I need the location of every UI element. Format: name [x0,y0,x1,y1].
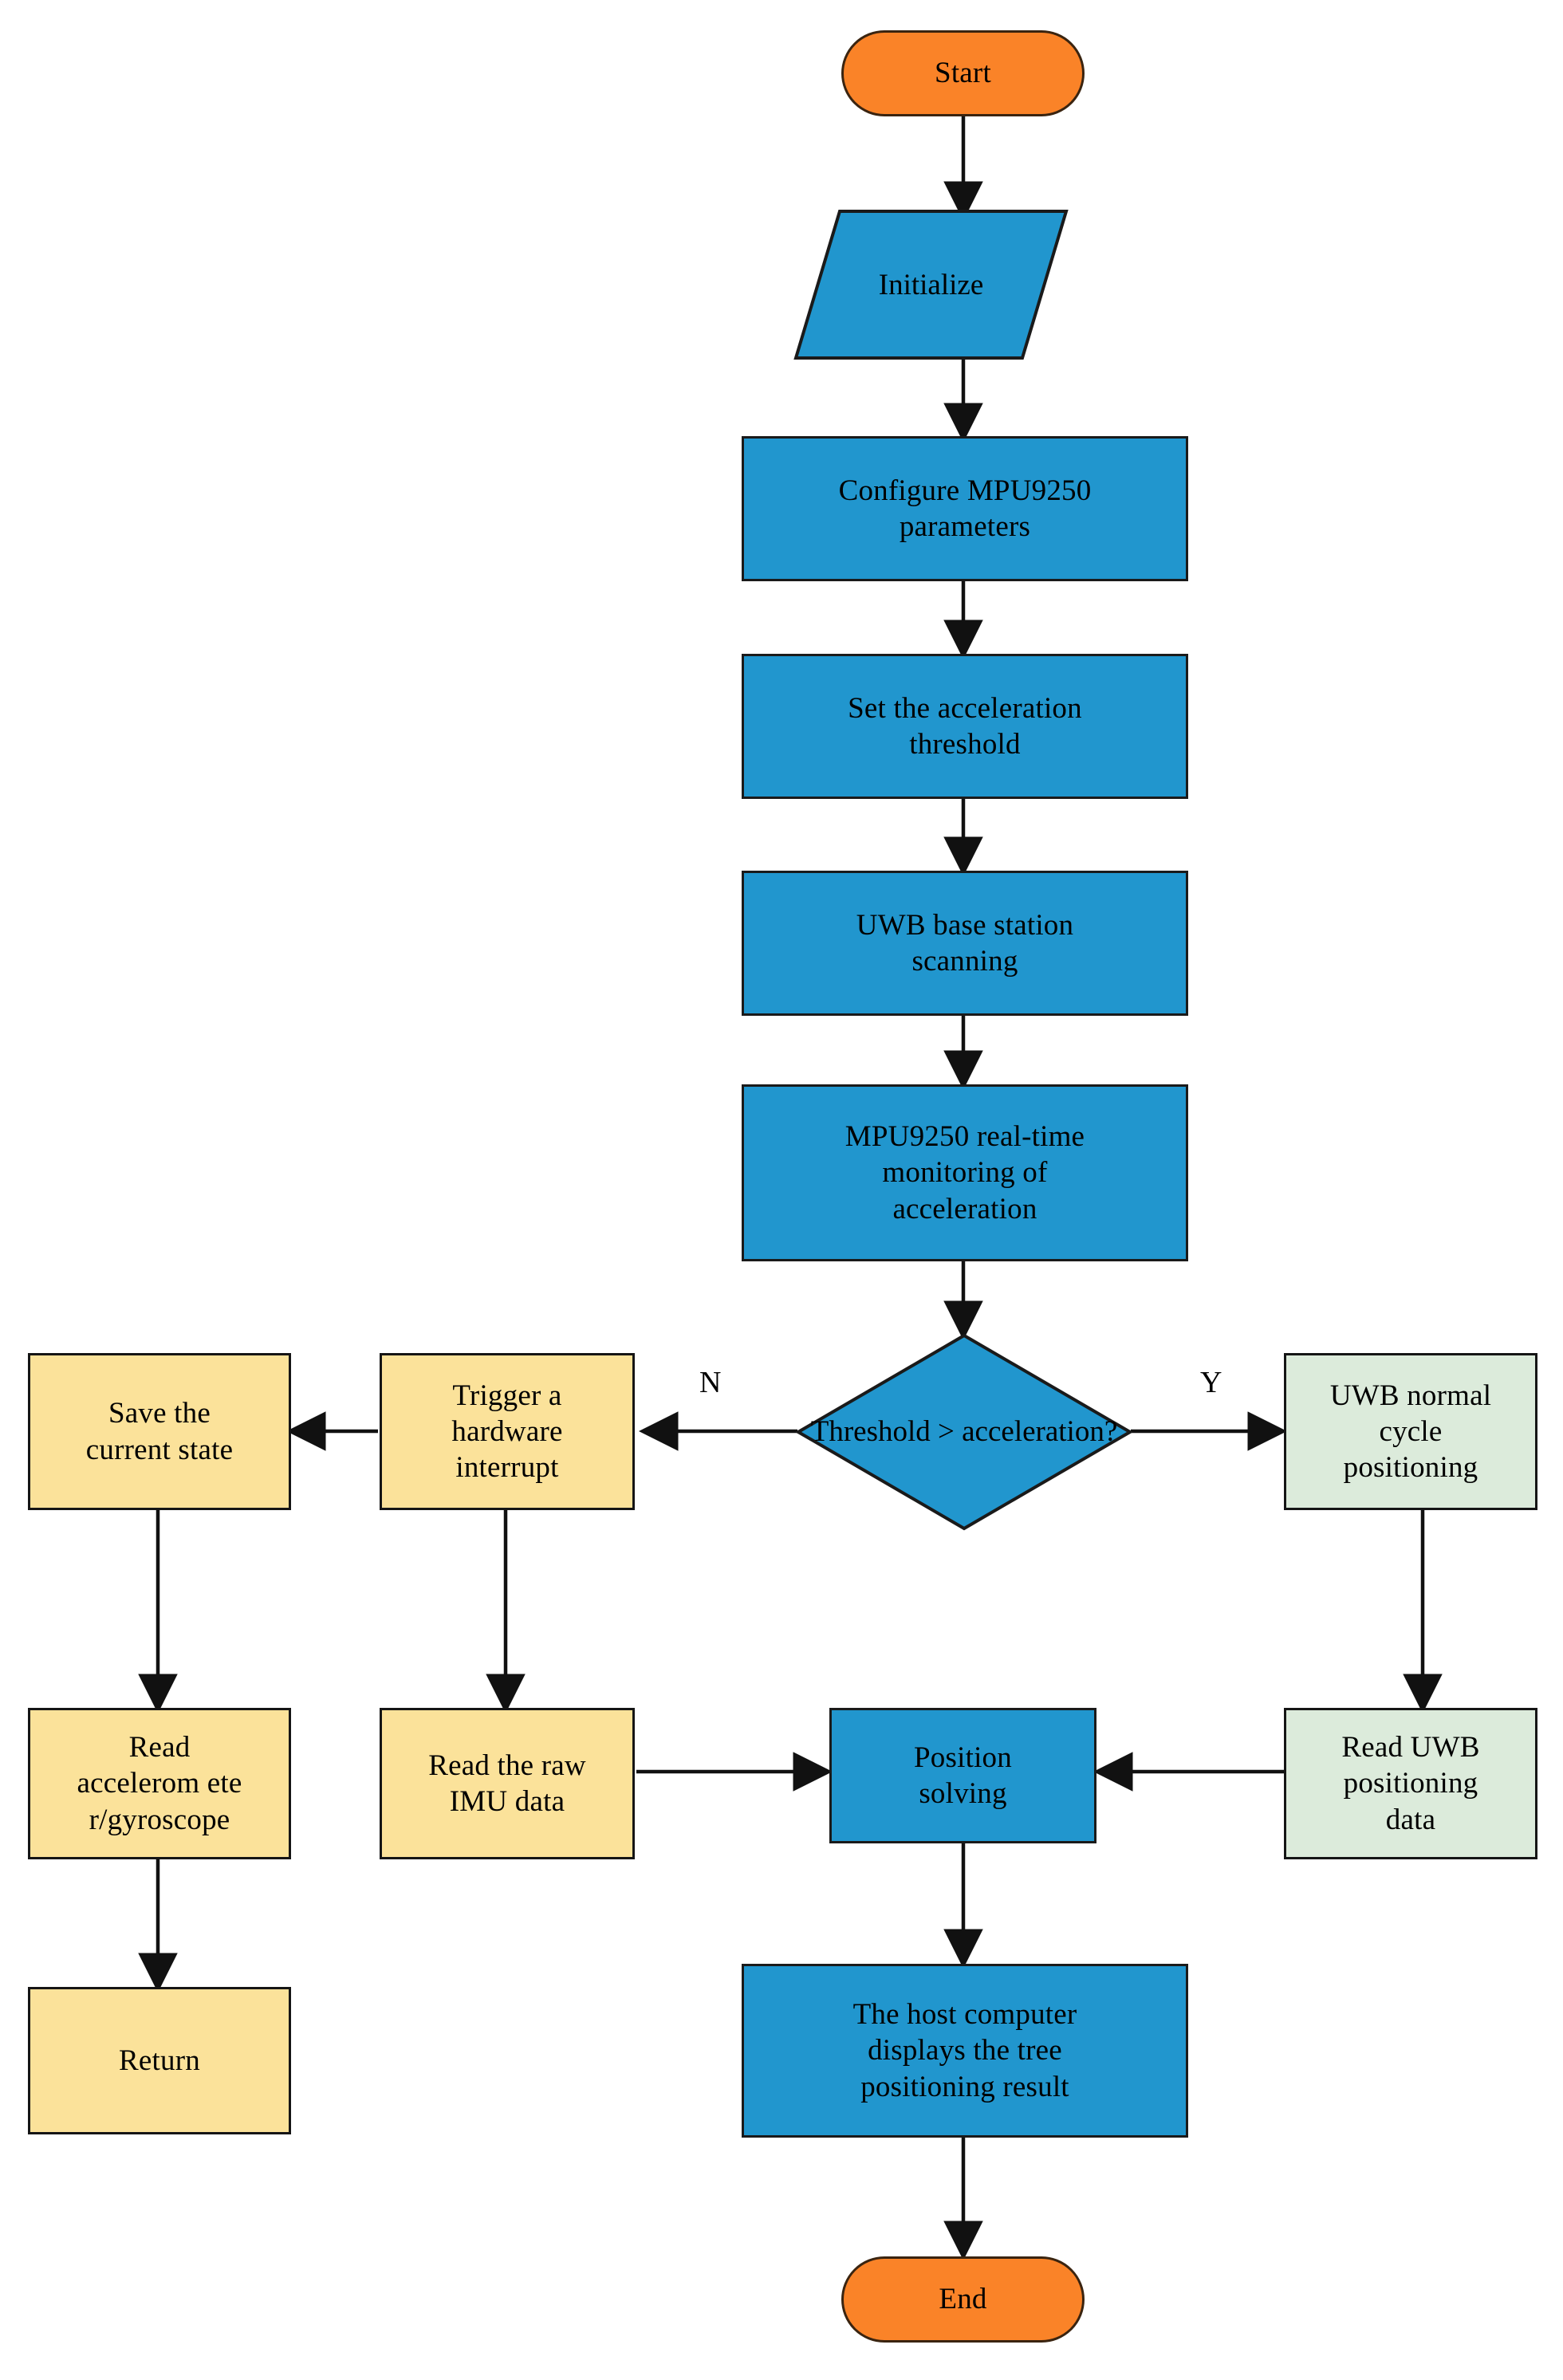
node-read-imu[interactable]: Read the raw IMU data [380,1708,635,1859]
node-start-label: Start [935,57,991,90]
node-set-threshold[interactable]: Set the acceleration threshold [742,654,1188,799]
node-initialize[interactable]: Initialize [793,209,1069,360]
node-initialize-label: Initialize [878,268,984,301]
node-save-state-label: Save the current state [85,1397,234,1466]
node-uwb-scan-label: UWB base station scanning [856,908,1074,978]
node-read-accel-gyro-label: Read accelerom ete r/gyroscope [77,1731,242,1836]
node-position-solving-label: Position solving [914,1741,1012,1810]
diamond-shape [795,1333,1133,1531]
node-set-threshold-label: Set the acceleration threshold [848,691,1082,761]
node-uwb-cycle[interactable]: UWB normal cycle positioning [1284,1353,1537,1510]
node-configure-mpu-label: Configure MPU9250 parameters [838,474,1092,543]
node-uwb-scan[interactable]: UWB base station scanning [742,871,1188,1016]
node-host-display-label: The host computer displays the tree posi… [852,1998,1077,2103]
edge-label-yes: Y [1200,1366,1222,1399]
node-end-label: End [939,2283,987,2316]
node-read-uwb-data-label: Read UWB positioning data [1341,1731,1480,1836]
edge-label-no: N [699,1366,722,1399]
node-return-label: Return [119,2044,200,2077]
node-trigger-interrupt-label: Trigger a hardware interrupt [451,1379,563,1485]
node-decision-label: Threshold > acceleration? [810,1415,1118,1449]
node-host-display[interactable]: The host computer displays the tree posi… [742,1964,1188,2138]
node-save-state[interactable]: Save the current state [28,1353,291,1510]
node-trigger-interrupt[interactable]: Trigger a hardware interrupt [380,1353,635,1510]
node-configure-mpu[interactable]: Configure MPU9250 parameters [742,436,1188,581]
node-read-accel-gyro[interactable]: Read accelerom ete r/gyroscope [28,1708,291,1859]
parallelogram-shape [793,210,1069,360]
node-mpu-monitor-label: MPU9250 real-time monitoring of accelera… [844,1120,1085,1225]
node-end[interactable]: End [841,2256,1085,2343]
node-uwb-cycle-label: UWB normal cycle positioning [1329,1379,1492,1485]
node-start[interactable]: Start [841,30,1085,116]
node-read-imu-label: Read the raw IMU data [428,1749,586,1818]
node-decision[interactable]: Threshold > acceleration? [795,1333,1133,1531]
node-position-solving[interactable]: Position solving [829,1708,1096,1843]
node-mpu-monitor[interactable]: MPU9250 real-time monitoring of accelera… [742,1084,1188,1261]
node-read-uwb-data[interactable]: Read UWB positioning data [1284,1708,1537,1859]
node-return[interactable]: Return [28,1987,291,2134]
